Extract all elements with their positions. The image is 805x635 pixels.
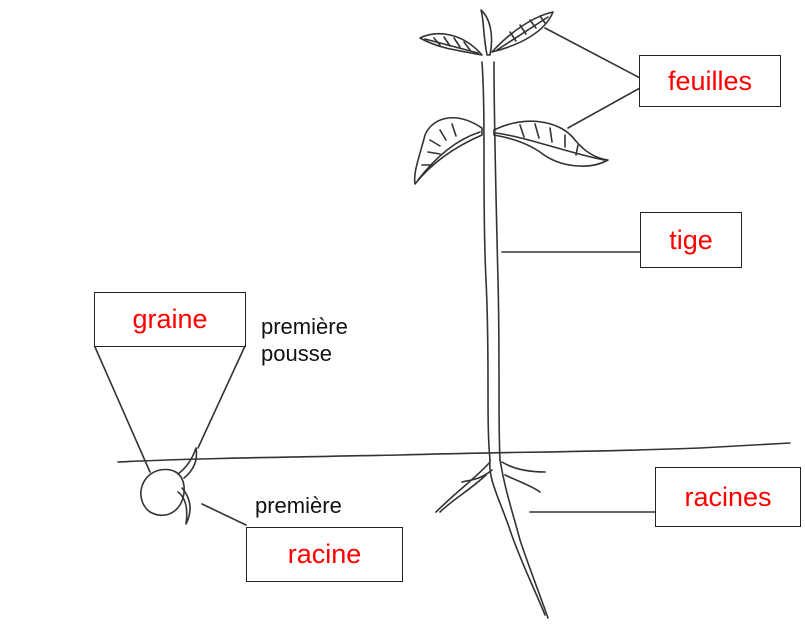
- label-graine: graine: [94, 292, 246, 347]
- label-tige: tige: [640, 212, 742, 268]
- label-feuilles-text: feuilles: [668, 66, 752, 97]
- annotation-premiere-pousse-line1: première: [261, 313, 381, 340]
- lower-left-leaf: [415, 118, 482, 184]
- label-racines: racines: [655, 467, 801, 527]
- leader-graine-sprout: [198, 346, 245, 448]
- label-tige-text: tige: [669, 225, 713, 256]
- annotation-premiere-racine: première: [255, 492, 375, 519]
- label-graine-text: graine: [132, 304, 207, 335]
- root-left: [436, 462, 490, 512]
- annotation-premiere-pousse-line2: pousse: [261, 340, 381, 367]
- top-bud: [481, 10, 492, 55]
- annotation-premiere-pousse: première pousse: [261, 313, 381, 367]
- ground-line: [118, 443, 790, 462]
- leader-racine: [202, 504, 246, 525]
- leader-feuilles-top: [545, 28, 640, 78]
- top-right-leaf: [492, 12, 553, 52]
- label-feuilles: feuilles: [639, 55, 781, 107]
- leader-feuilles-bottom: [568, 88, 640, 128]
- label-racine-text: racine: [288, 539, 362, 570]
- root-right: [502, 462, 545, 472]
- seed-sprout: [178, 448, 197, 478]
- leader-graine-seed: [95, 347, 150, 472]
- lower-right-leaf: [494, 121, 608, 166]
- main-root: [490, 460, 545, 615]
- annotation-premiere-racine-line: première: [255, 492, 375, 519]
- label-racines-text: racines: [684, 482, 771, 513]
- stem: [482, 62, 490, 460]
- label-racine: racine: [246, 527, 403, 582]
